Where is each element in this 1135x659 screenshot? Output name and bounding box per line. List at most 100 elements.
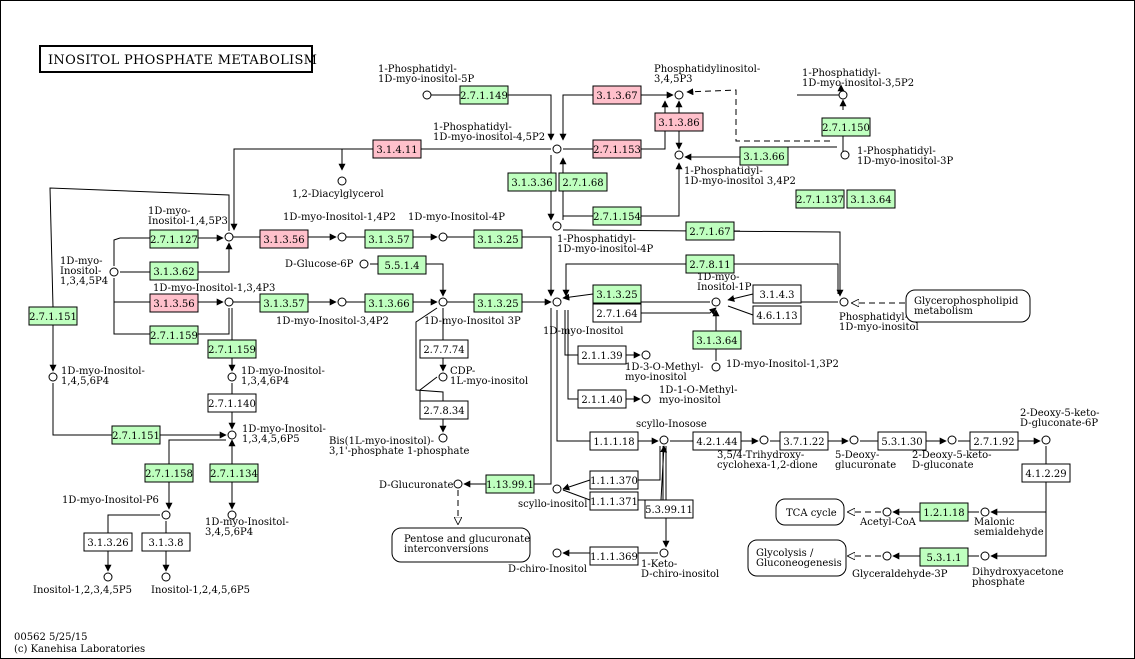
compound-1d-myo-inositol-1-3p2[interactable]: 1D-myo-Inositol-1,3P2 (711, 359, 839, 372)
map-link-tca-cycle[interactable]: TCA cycle (775, 498, 845, 526)
compound-node[interactable] (980, 551, 990, 561)
enzyme-1-2-1-18[interactable]: 1.2.1.18 (919, 502, 969, 522)
enzyme-box[interactable] (589, 470, 639, 490)
enzyme-2-7-1-67[interactable]: 2.7.1.67 (685, 221, 735, 241)
compound-node[interactable] (711, 297, 721, 307)
enzyme-5-3-1-30[interactable]: 5.3.1.30 (877, 431, 927, 451)
compound-glyceraldehyde-3p[interactable]: Glyceraldehyde-3P (852, 551, 948, 580)
compound-node[interactable] (849, 435, 859, 445)
enzyme-box[interactable] (149, 293, 199, 313)
compound-1d-myo-inositol-1-4-5-6p4[interactable]: 1D-myo-Inositol-1,4,5,6P4 (48, 366, 145, 387)
enzyme-box[interactable] (558, 172, 608, 192)
enzyme-2-7-1-64[interactable]: 2.7.1.64 (592, 303, 642, 323)
enzyme-box[interactable] (692, 330, 742, 350)
enzyme-2-7-1-140[interactable]: 2.7.1.140 (207, 393, 257, 413)
compound-inositol-1-2-4-5-6p5[interactable]: Inositol-1,2,4,5,6P5 (151, 572, 250, 596)
enzyme-box[interactable] (592, 85, 642, 105)
compound-1d-myo-inositol-p6[interactable]: 1D-myo-Inositol-P6 (62, 495, 171, 520)
enzyme-2-7-1-151[interactable]: 2.7.1.151 (28, 306, 78, 326)
enzyme-box[interactable] (644, 499, 694, 519)
compound-cdp-1l-myo-inositol[interactable]: CDP-1L-myo-inositol (438, 366, 528, 387)
enzyme-3-1-3-36[interactable]: 3.1.3.36 (507, 172, 557, 192)
enzyme-5-3-1-1[interactable]: 5.3.1.1 (919, 547, 969, 567)
enzyme-box[interactable] (459, 85, 509, 105)
enzyme-2-7-8-34[interactable]: 2.7.8.34 (419, 400, 469, 420)
enzyme-1-13-99-1[interactable]: 1.13.99.1 (485, 474, 535, 494)
compound-1d-myo-inositol[interactable]: 1D-myo-Inositol (543, 297, 623, 337)
enzyme-box[interactable] (473, 293, 523, 313)
enzyme-box[interactable] (28, 306, 78, 326)
enzyme-2-7-1-68[interactable]: 2.7.1.68 (558, 172, 608, 192)
enzyme-box[interactable] (149, 325, 199, 345)
compound-node[interactable] (980, 507, 990, 517)
enzyme-box[interactable] (685, 254, 735, 274)
compound-acetyl-coa[interactable]: Acetyl-CoA (859, 507, 917, 528)
compound-node[interactable] (161, 510, 171, 520)
compound-node[interactable] (552, 548, 562, 558)
enzyme-3-1-3-25[interactable]: 3.1.3.25 (592, 284, 642, 304)
compound-node[interactable] (659, 548, 669, 558)
enzyme-5-3-99-11[interactable]: 5.3.99.11 (644, 499, 694, 519)
enzyme-3-1-3-66[interactable]: 3.1.3.66 (739, 146, 789, 166)
enzyme-2-1-1-40[interactable]: 2.1.1.40 (577, 389, 627, 409)
enzyme-3-1-3-56[interactable]: 3.1.3.56 (149, 293, 199, 313)
compound-d-glucose-6p[interactable]: D-Glucose-6P (285, 259, 369, 270)
enzyme-box[interactable] (364, 293, 414, 313)
enzyme-box[interactable] (692, 431, 742, 451)
enzyme-box[interactable] (592, 284, 642, 304)
enzyme-box[interactable] (739, 146, 789, 166)
enzyme-box[interactable] (377, 255, 427, 275)
enzyme-1-1-1-371[interactable]: 1.1.1.371 (589, 491, 639, 511)
enzyme-3-1-3-62[interactable]: 3.1.3.62 (149, 261, 199, 281)
enzyme-2-7-1-159[interactable]: 2.7.1.159 (207, 339, 257, 359)
compound-1d-myo-inositol-3p[interactable]: 1D-myo-Inositol 3P (424, 297, 521, 327)
enzyme-box[interactable] (577, 345, 627, 365)
enzyme-3-1-3-25[interactable]: 3.1.3.25 (473, 293, 523, 313)
enzyme-2-7-8-11[interactable]: 2.7.8.11 (685, 254, 735, 274)
enzyme-2-7-1-150[interactable]: 2.7.1.150 (821, 117, 871, 137)
enzyme-box[interactable] (795, 189, 845, 209)
enzyme-2-7-1-159[interactable]: 2.7.1.159 (149, 325, 199, 345)
enzyme-box[interactable] (779, 431, 829, 451)
compound-3-5-4-trihydroxy-cyclohexa-1-2-dione[interactable]: 3,5/4-Trihydroxy-cyclohexa-1,2-dione (717, 435, 818, 471)
compound-inositol-1-2-3-4-5p5[interactable]: Inositol-1,2,3,4,5P5 (33, 572, 132, 596)
compound-node[interactable] (641, 394, 651, 404)
compound-node[interactable] (674, 90, 684, 100)
compound-d-chiro-inositol[interactable]: D-chiro-Inositol (508, 548, 587, 575)
compound-1d-myo-inositol-3-4p2[interactable]: 1D-myo-Inositol-3,4P2 (276, 297, 389, 327)
enzyme-box[interactable] (685, 221, 735, 241)
compound-1d-myo-inositol-1-4-5p3[interactable]: 1D-myo-Inositol-1,4,5P3 (148, 206, 234, 242)
compound-1-phosphatidyl-1d-myo-inositol-5p[interactable]: 1-Phosphatidyl-1D-myo-inositol-5P (378, 64, 474, 100)
compound-node[interactable] (759, 435, 769, 445)
compound-node[interactable] (422, 90, 432, 100)
compound-node[interactable] (552, 144, 562, 154)
enzyme-box[interactable] (207, 393, 257, 413)
compound-node[interactable] (227, 372, 237, 382)
compound-node[interactable] (227, 510, 237, 520)
compound-phosphatidylinositol-3-4-5p3[interactable]: Phosphatidylinositol-3,4,5P3 (654, 64, 760, 100)
enzyme-3-1-4-11[interactable]: 3.1.4.11 (372, 139, 422, 159)
compound-1d-3-o-methyl-myo-inositol[interactable]: 1D-3-O-Methyl-myo-inositol (625, 350, 703, 383)
compound-node[interactable] (674, 150, 684, 160)
compound-2-deoxy-5-keto-d-gluconate[interactable]: 2-Deoxy-5-keto-D-gluconate (912, 435, 992, 471)
compound-node[interactable] (838, 90, 848, 100)
compound-node[interactable] (438, 433, 448, 443)
enzyme-3-1-3-67[interactable]: 3.1.3.67 (592, 85, 642, 105)
enzyme-2-7-1-149[interactable]: 2.7.1.149 (459, 85, 509, 105)
compound-node[interactable] (48, 372, 58, 382)
enzyme-box[interactable] (209, 463, 259, 483)
enzyme-3-1-3-64[interactable]: 3.1.3.64 (846, 189, 896, 209)
compound-1-phosphatidyl-1d-myo-inositol-4-5p2[interactable]: 1-Phosphatidyl-1D-myo-inositol-4,5P2 (433, 122, 562, 154)
enzyme-3-1-3-56[interactable]: 3.1.3.56 (259, 229, 309, 249)
compound-node[interactable] (840, 150, 850, 160)
compound-d-glucuronate[interactable]: D-Glucuronate (379, 479, 463, 491)
compound-node[interactable] (337, 297, 347, 307)
compound-1-phosphatidyl-1d-myo-inositol-3-5p2[interactable]: 1-Phosphatidyl-1D-myo-inositol-3,5P2 (802, 68, 914, 100)
enzyme-2-7-1-127[interactable]: 2.7.1.127 (149, 229, 199, 249)
compound-1-keto-d-chiro-inositol[interactable]: 1-Keto-D-chiro-inositol (641, 548, 719, 580)
compound-1d-myo-inositol-1-3-4p3[interactable]: 1D-myo-Inositol-1,3,4P3 (153, 283, 275, 307)
compound-node[interactable] (839, 297, 849, 307)
enzyme-1-1-1-369[interactable]: 1.1.1.369 (589, 546, 639, 566)
enzyme-box[interactable] (589, 491, 639, 511)
